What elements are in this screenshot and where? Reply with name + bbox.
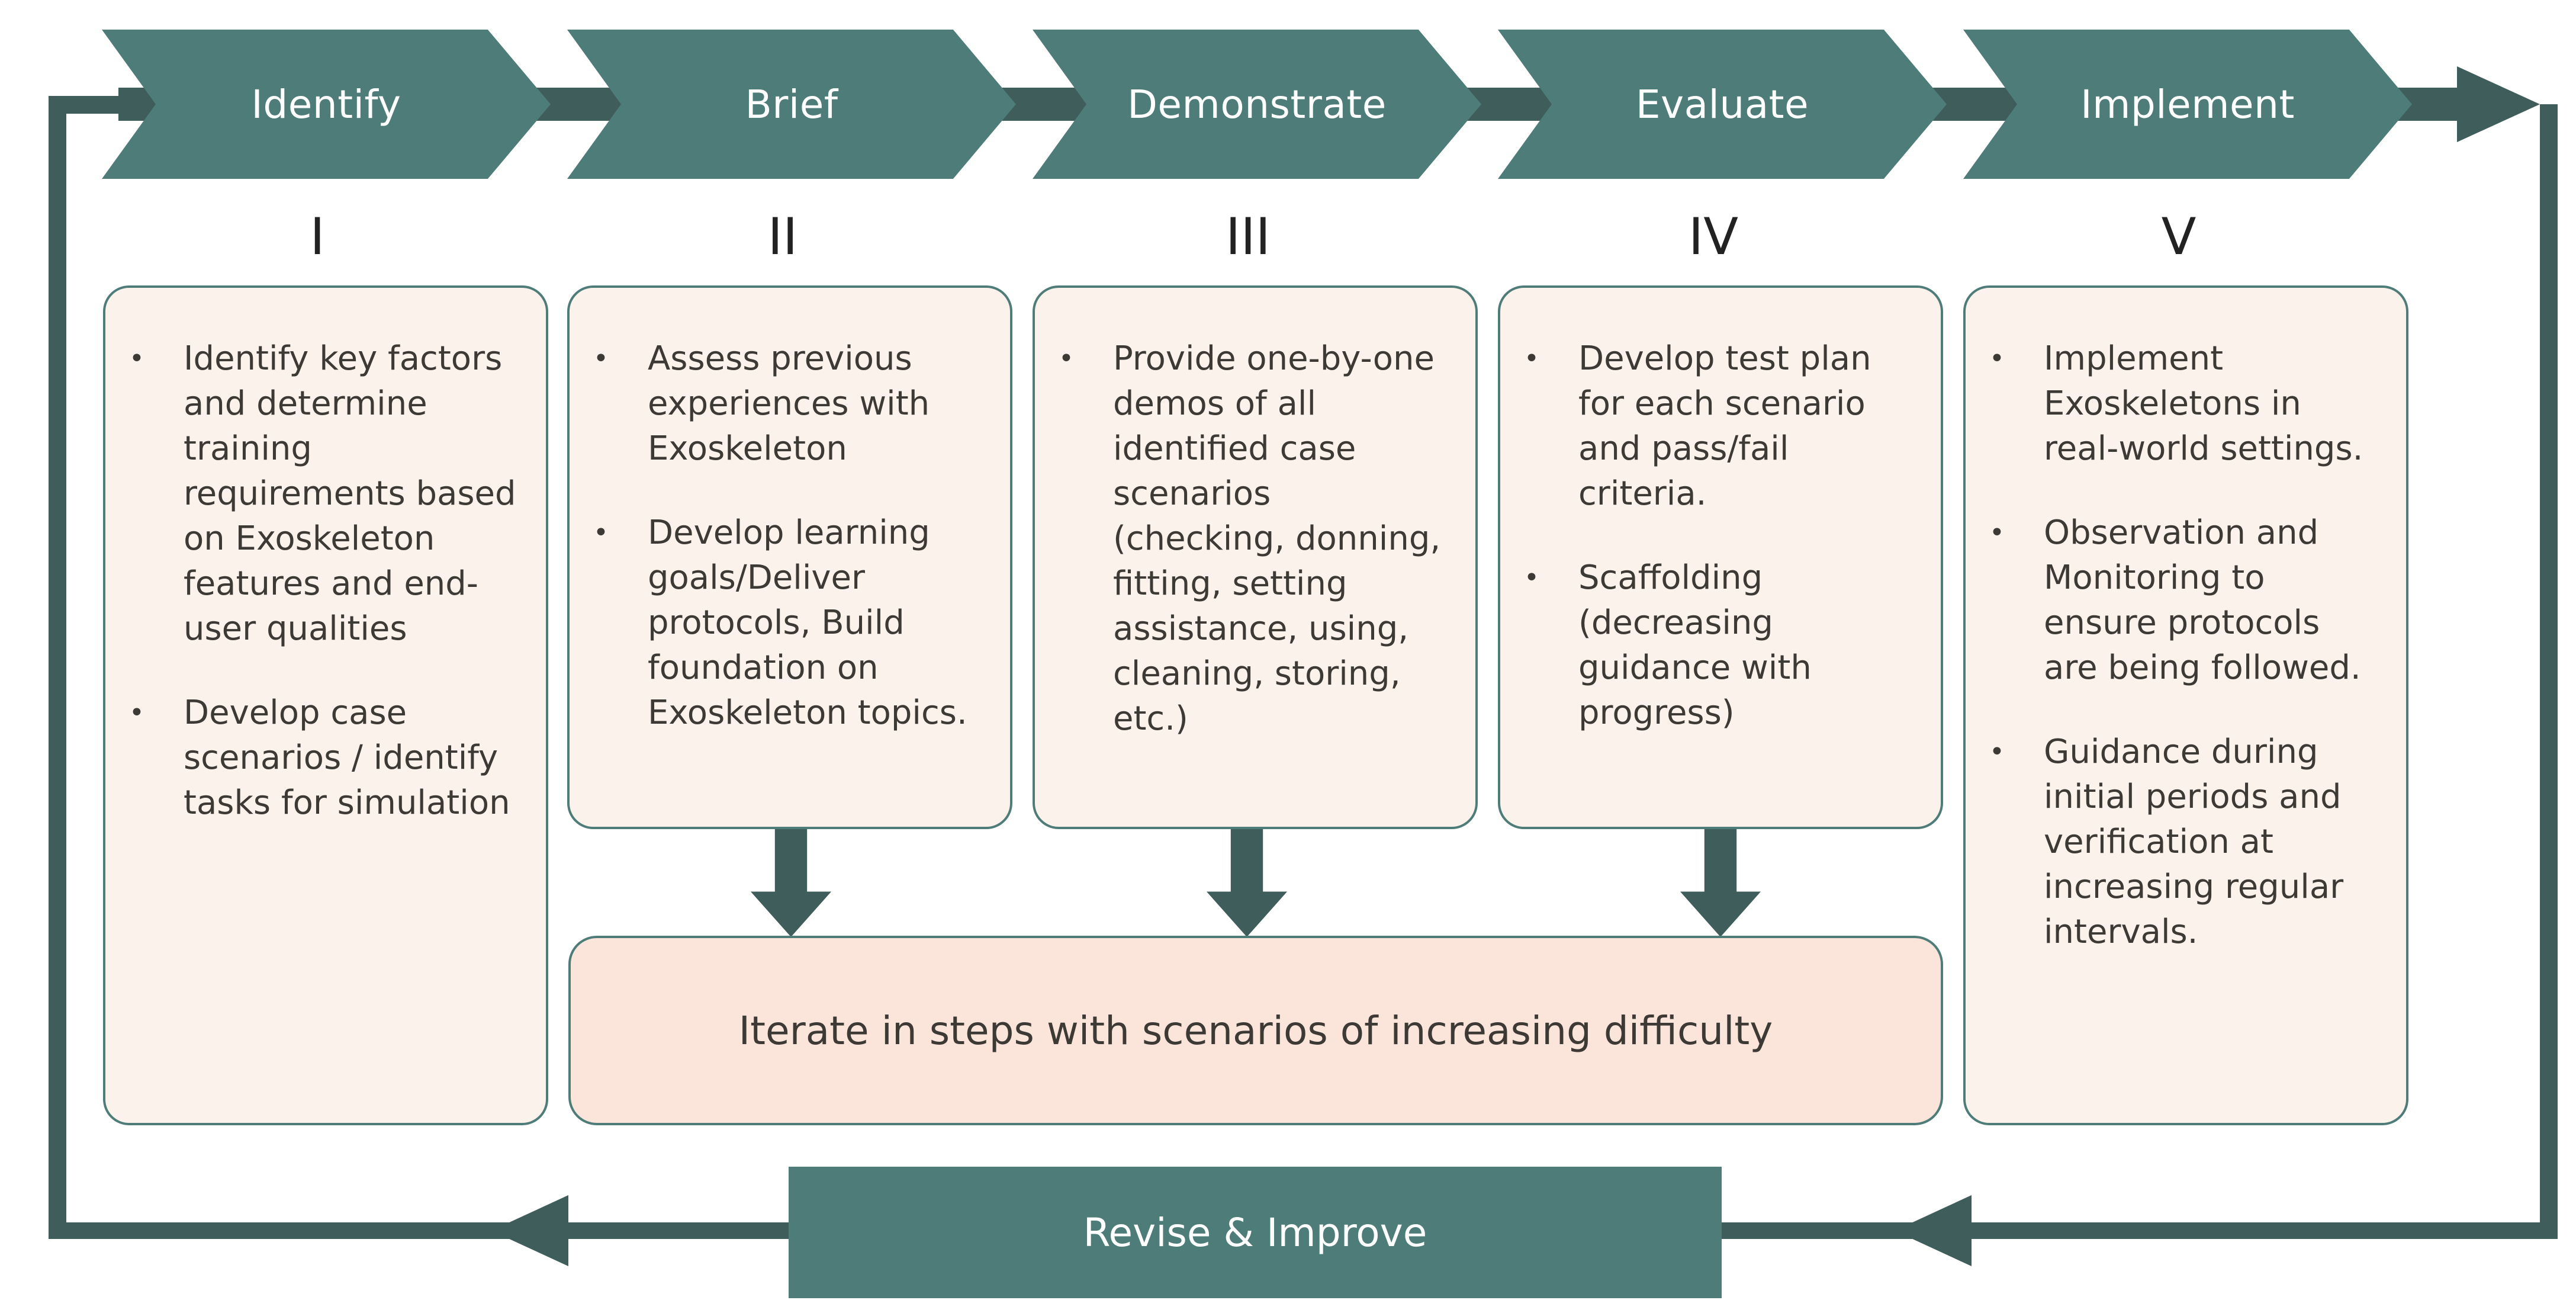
bottom-loop-line-left [49, 1222, 790, 1239]
stage-numeral-2: II [767, 207, 798, 267]
stage-numeral-4: IV [1688, 207, 1739, 267]
revise-label: Revise & Improve [1083, 1209, 1427, 1256]
stage-box-identify: Identify key factors and determine train… [103, 285, 548, 1125]
bullet-list: Develop test plan for each scenario and … [1524, 336, 1911, 736]
bullet-item: Assess previous experiences with Exoskel… [593, 336, 980, 471]
chevron-label: Identify [251, 81, 401, 127]
stage-box-brief: Assess previous experiences with Exoskel… [567, 285, 1012, 829]
bullet-item: Develop case scenarios / identify tasks … [129, 691, 516, 826]
bullet-item: Develop test plan for each scenario and … [1524, 336, 1911, 516]
bullet-list: Implement Exoskeletons in real-world set… [1989, 336, 2376, 955]
stage-box-implement: Implement Exoskeletons in real-world set… [1963, 285, 2408, 1125]
bottom-right-arrowhead [1895, 1195, 1972, 1266]
chevron-label: Evaluate [1635, 81, 1809, 127]
chevron-identify: Identify [102, 30, 551, 179]
bottom-left-arrowhead [491, 1195, 568, 1266]
bullet-item: Develop learning goals/Deliver protocols… [593, 511, 980, 736]
bullet-item: Provide one-by-one demos of all identifi… [1059, 336, 1446, 741]
chevron-label: Demonstrate [1127, 81, 1387, 127]
top-right-arrowhead [2457, 66, 2540, 142]
revise-improve-box: Revise & Improve [789, 1167, 1722, 1298]
stage-box-demonstrate: Provide one-by-one demos of all identifi… [1033, 285, 1478, 829]
bullet-list: Assess previous experiences with Exoskel… [593, 336, 980, 736]
bullet-item: Scaffolding (decreasing guidance with pr… [1524, 556, 1911, 736]
bullet-list: Provide one-by-one demos of all identifi… [1059, 336, 1446, 741]
stage-box-evaluate: Develop test plan for each scenario and … [1498, 285, 1943, 829]
chevron-evaluate: Evaluate [1498, 30, 1947, 179]
bullet-item: Guidance during initial periods and veri… [1989, 730, 2376, 955]
bullet-list: Identify key factors and determine train… [129, 336, 516, 826]
chevron-demonstrate: Demonstrate [1033, 30, 1481, 179]
chevron-brief: Brief [567, 30, 1016, 179]
stage-numeral-3: III [1225, 207, 1271, 267]
iterate-label: Iterate in steps with scenarios of incre… [738, 1007, 1773, 1054]
stage-numeral-1: I [310, 207, 325, 267]
iterate-box: Iterate in steps with scenarios of incre… [568, 936, 1943, 1125]
chevron-label: Implement [2080, 81, 2295, 127]
bullet-item: Observation and Monitoring to ensure pro… [1989, 511, 2376, 691]
left-top-connector [49, 96, 167, 114]
stage-numeral-5: V [2161, 207, 2196, 267]
chevron-implement: Implement [1963, 30, 2412, 179]
chevron-label: Brief [745, 81, 838, 127]
bullet-item: Identify key factors and determine train… [129, 336, 516, 651]
left-loop-line [49, 96, 66, 1239]
right-loop-line [2540, 104, 2558, 1239]
bottom-loop-line-right [1717, 1222, 2558, 1239]
bullet-item: Implement Exoskeletons in real-world set… [1989, 336, 2376, 471]
